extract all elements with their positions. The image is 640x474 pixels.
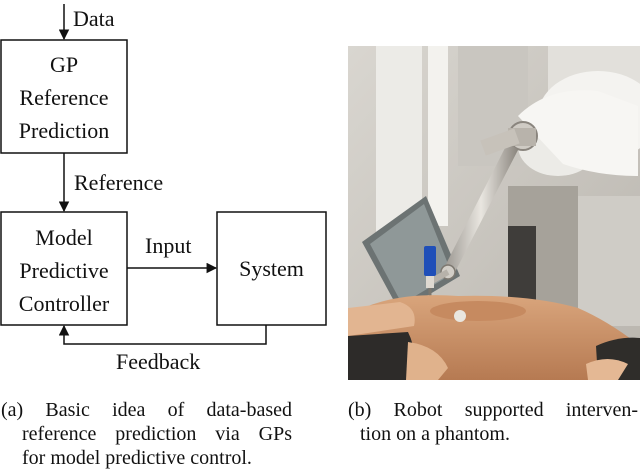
mpc-box-label: Model Predictive Controller bbox=[1, 221, 127, 320]
reference-label: Reference bbox=[74, 170, 164, 195]
mpc-line-1: Model bbox=[35, 225, 93, 250]
caption-left-line-1: (a) Basic idea of data-based bbox=[1, 399, 292, 421]
caption-right: (b) Robot supported interven- tion on a … bbox=[348, 398, 638, 446]
caption-right-line-1: (b) Robot supported interven- bbox=[348, 399, 638, 421]
gp-line-2: Reference bbox=[19, 85, 109, 110]
system-line-1: System bbox=[239, 256, 304, 281]
system-box-label: System bbox=[217, 252, 326, 285]
block-diagram: Data GP Reference Prediction Reference M… bbox=[0, 0, 330, 385]
gp-box-label: GP Reference Prediction bbox=[1, 48, 127, 147]
caption-left: (a) Basic idea of data-based reference p… bbox=[1, 398, 292, 470]
robot-photo bbox=[348, 46, 640, 380]
feedback-label: Feedback bbox=[116, 349, 201, 374]
mpc-line-3: Controller bbox=[18, 291, 110, 316]
gp-line-1: GP bbox=[49, 52, 79, 77]
data-label: Data bbox=[73, 6, 115, 31]
caption-left-line-3: for model predictive control. bbox=[22, 447, 252, 469]
input-label: Input bbox=[145, 233, 192, 258]
diagram-lines bbox=[0, 4, 327, 345]
caption-right-line-2: tion on a phantom. bbox=[360, 423, 510, 445]
robot-photo-drawing bbox=[348, 46, 640, 380]
feedback-arrow bbox=[58, 324, 267, 345]
gp-line-3: Prediction bbox=[18, 118, 110, 143]
caption-left-line-2: reference prediction via GPs bbox=[22, 423, 292, 445]
mpc-line-2: Predictive bbox=[19, 258, 109, 283]
system-box bbox=[216, 211, 327, 326]
